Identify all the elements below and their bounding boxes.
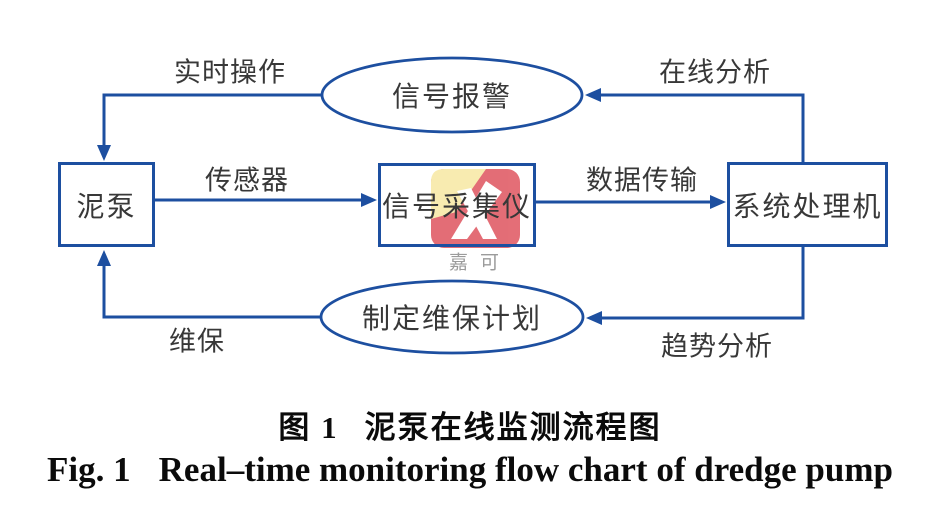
arrowhead-down — [97, 145, 111, 161]
arrowhead-right — [710, 195, 726, 209]
edge-processor-to-plan — [601, 247, 805, 320]
arrowhead-left — [585, 88, 601, 102]
node-collector: 信号采集仪 — [378, 163, 536, 247]
edge-label-realtime-op: 实时操作 — [174, 57, 286, 88]
edge-plan-to-pump — [102, 264, 320, 319]
arrowhead-left — [586, 311, 602, 325]
edge-label-sensor: 传感器 — [205, 165, 289, 196]
node-plan-label: 制定维保计划 — [361, 304, 543, 335]
node-alarm-label: 信号报警 — [391, 82, 513, 113]
watermark-text: 嘉可 — [448, 252, 512, 274]
edge-label-online-analysis: 在线分析 — [659, 57, 771, 88]
edge-alarm-to-pump — [102, 93, 322, 147]
plan-ellipse — [319, 279, 585, 355]
caption-en-label: Fig. 1 — [47, 450, 131, 489]
caption-zh: 图 1 泥泵在线监测流程图 — [0, 402, 940, 447]
caption-en: Fig. 1 Real–time monitoring flow chart o… — [0, 450, 940, 490]
edge-label-data-transfer: 数据传输 — [586, 165, 698, 196]
arrowhead-up — [97, 250, 111, 266]
caption-en-title: Real–time monitoring flow chart of dredg… — [158, 450, 893, 489]
jiake-watermark-logo — [431, 169, 520, 248]
caption-zh-label: 图 1 — [278, 410, 339, 445]
edge-label-trend-analysis: 趋势分析 — [661, 331, 773, 362]
edge-processor-to-alarm — [600, 93, 805, 162]
arrowhead-right — [361, 193, 377, 207]
edge-label-maintenance: 维保 — [169, 326, 225, 357]
caption-zh-title: 泥泵在线监测流程图 — [364, 410, 662, 445]
node-pump: 泥泵 — [58, 162, 155, 247]
node-processor: 系统处理机 — [727, 162, 888, 247]
